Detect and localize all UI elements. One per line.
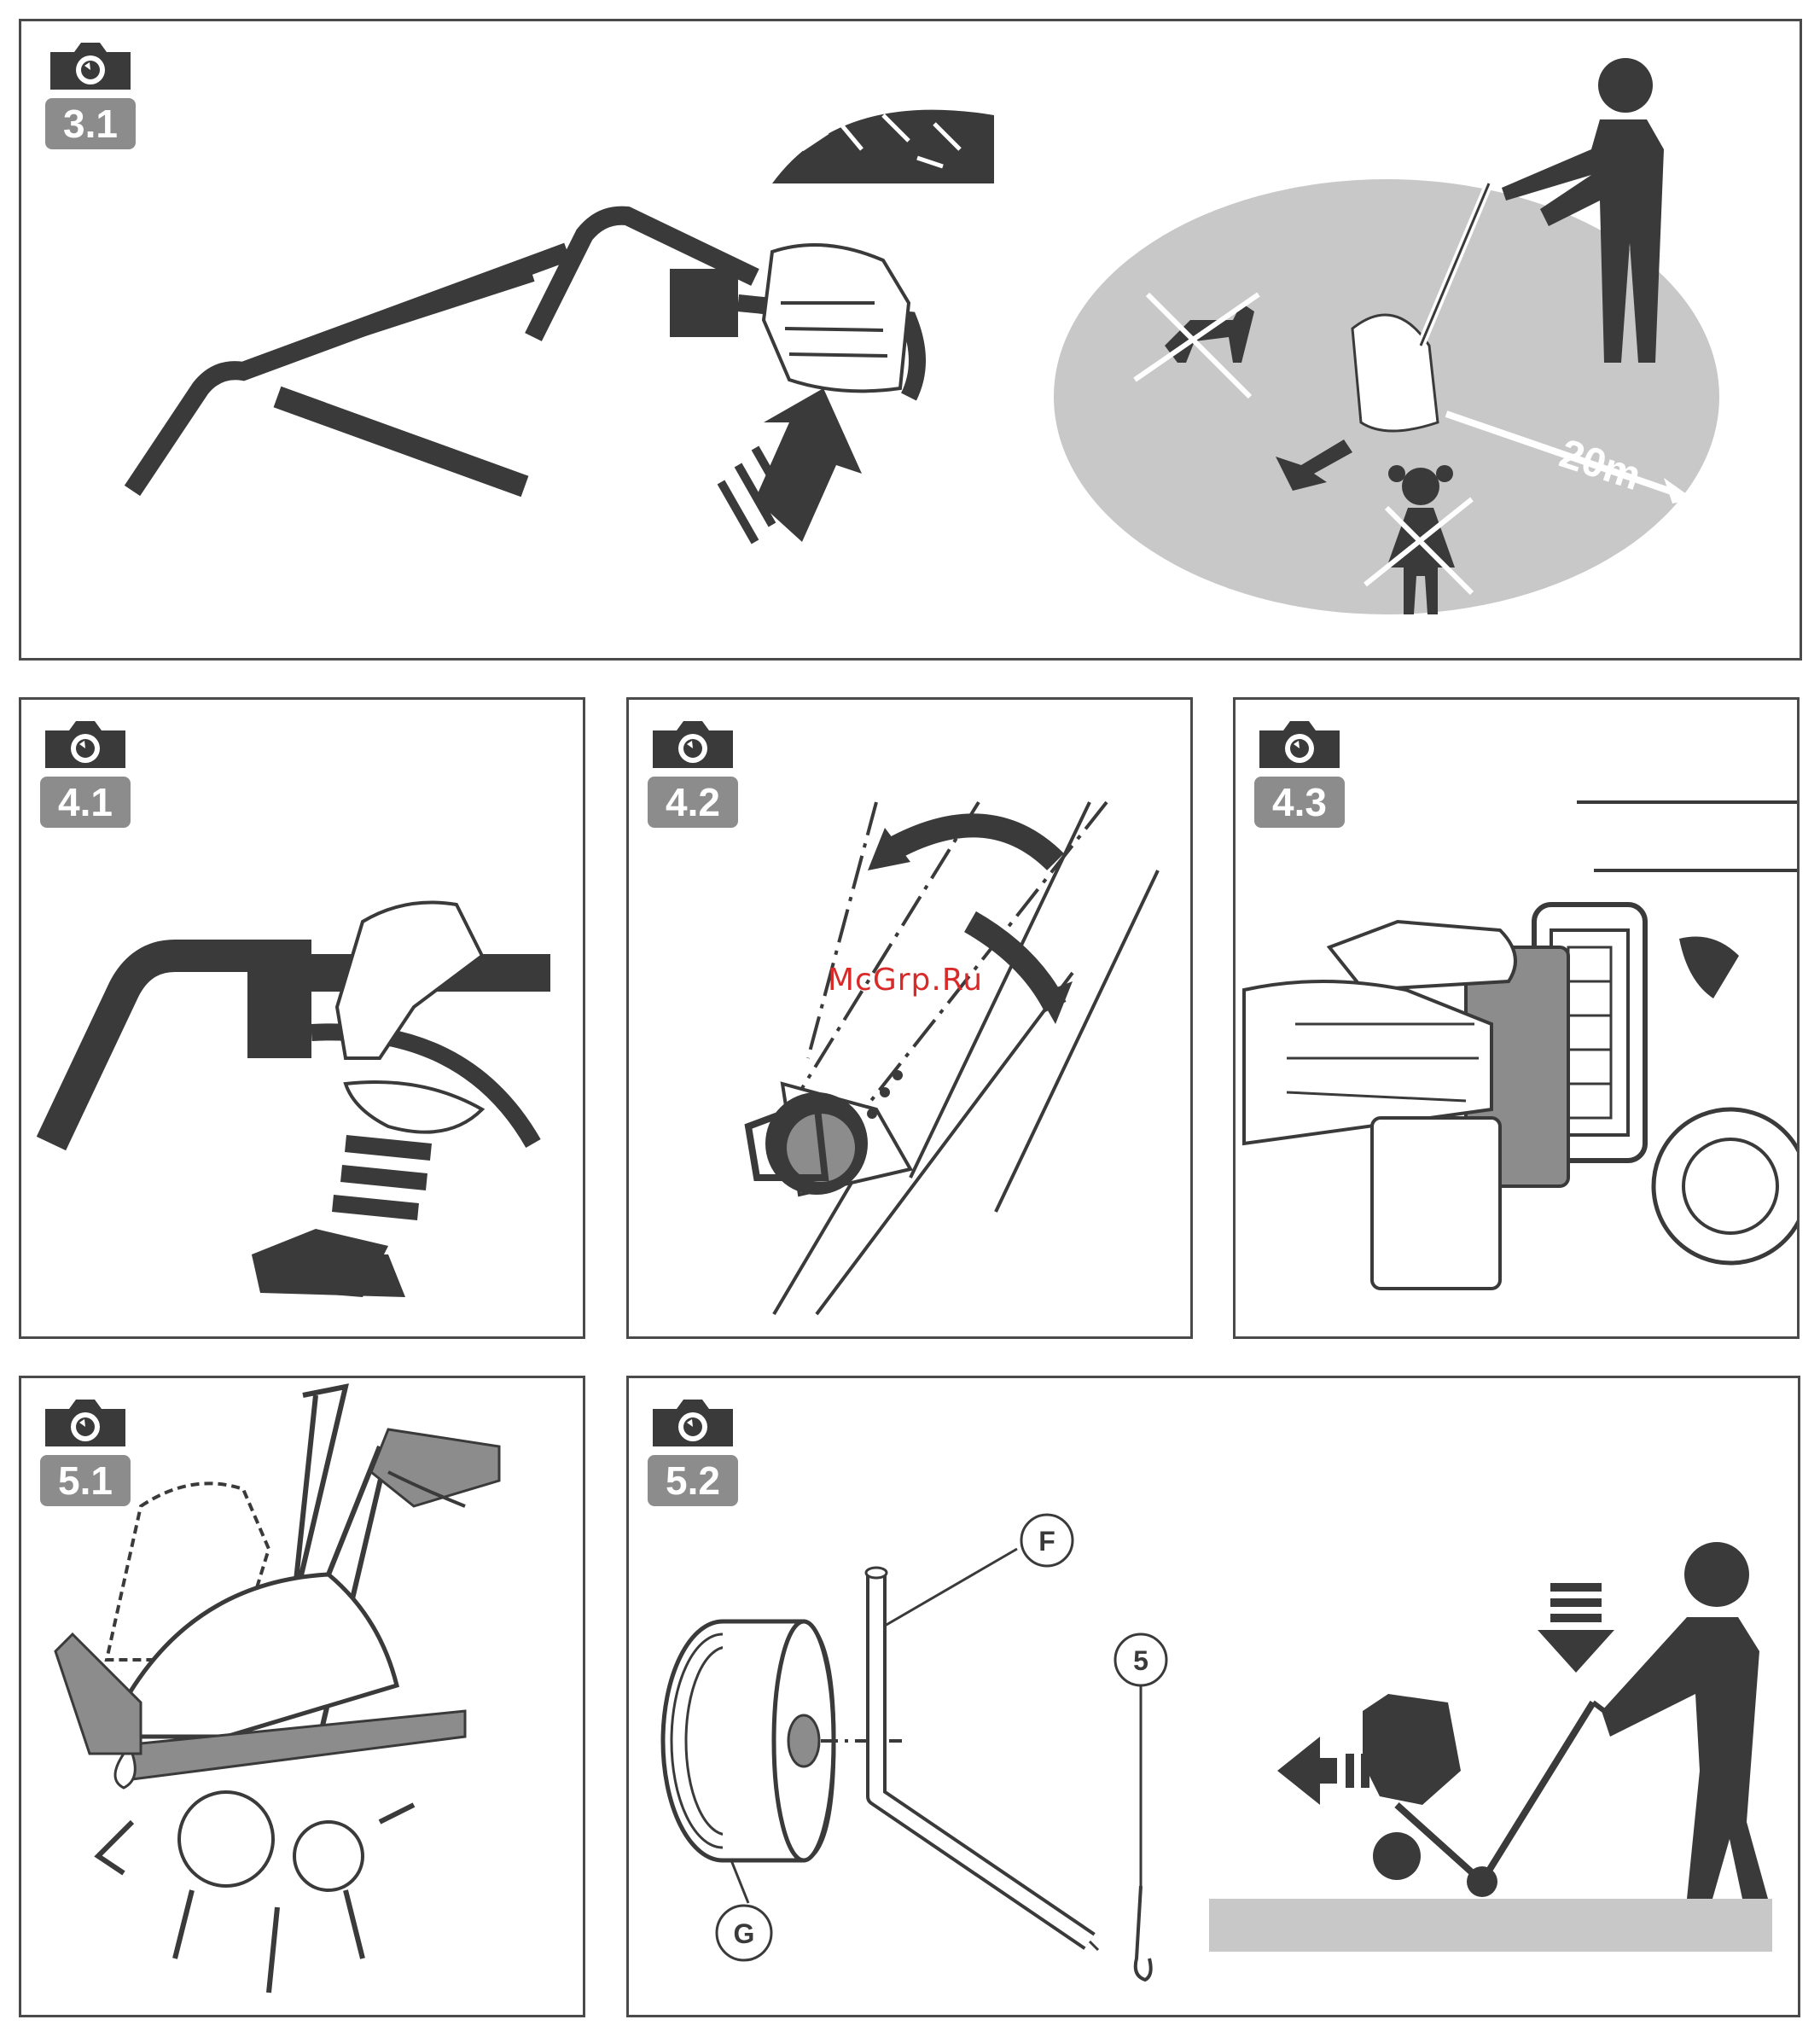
panel-4-1: 4.1 (19, 697, 585, 1339)
air-filter-illustration (1236, 700, 1800, 1339)
transport-wheel-illustration: F 5 G (629, 1378, 1800, 2017)
person-icon (1602, 1542, 1768, 1899)
panel-5-2: 5.2 F 5 G (626, 1376, 1800, 2017)
tiller-lift-illustration (21, 1378, 585, 2017)
handle-release-illustration (21, 700, 585, 1339)
panel-4-2: 4.2 (626, 697, 1193, 1339)
height-adjust-illustration (629, 700, 1193, 1339)
arrow-icon (1538, 1583, 1614, 1673)
callout-g: G (734, 1918, 755, 1949)
panel-3-1: 3.1 (19, 19, 1802, 661)
handle-lever-illustration: 20m (21, 21, 1802, 661)
callout-5: 5 (1133, 1645, 1148, 1676)
panel-4-3: 4.3 (1233, 697, 1800, 1339)
panel-5-1: 5.1 (19, 1376, 585, 2017)
watermark: McGrp.Ru (828, 963, 983, 998)
callout-f: F (1038, 1526, 1055, 1557)
